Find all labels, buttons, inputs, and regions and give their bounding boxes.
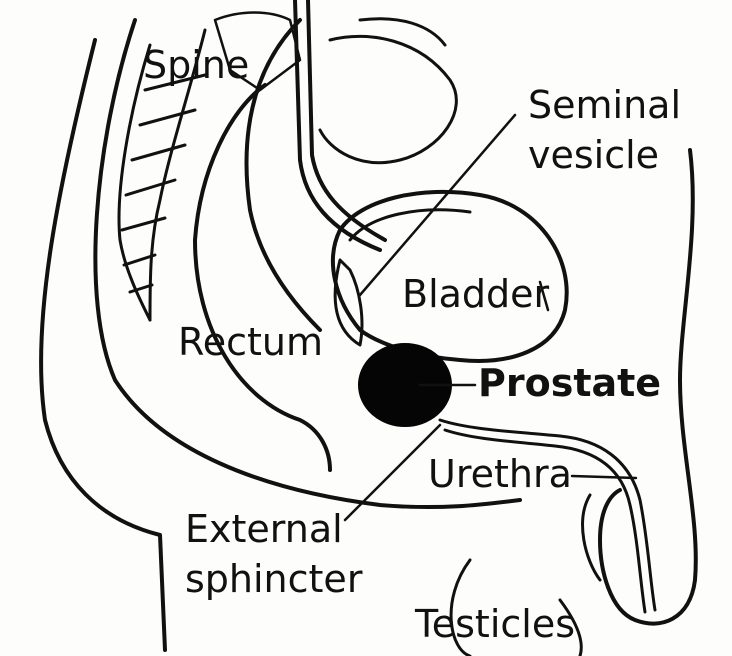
label-spine: Spine — [143, 46, 249, 86]
intestine — [320, 36, 456, 162]
label-external-sphincter-line2: sphincter — [185, 560, 362, 600]
label-seminal-vesicle-line1: Seminal — [528, 86, 681, 126]
pointer-seminal-vesicle — [360, 115, 515, 295]
label-urethra: Urethra — [428, 455, 572, 495]
label-seminal-vesicle-line2: vesicle — [528, 136, 659, 176]
label-testicles: Testicles — [415, 605, 575, 645]
label-rectum: Rectum — [178, 323, 323, 363]
seminal-vesicle — [335, 260, 362, 345]
pointer-urethra — [572, 476, 636, 478]
label-external-sphincter-line1: External — [185, 510, 343, 550]
label-prostate: Prostate — [478, 364, 661, 404]
urethra — [440, 420, 655, 610]
label-bladder: Bladder — [402, 275, 549, 315]
